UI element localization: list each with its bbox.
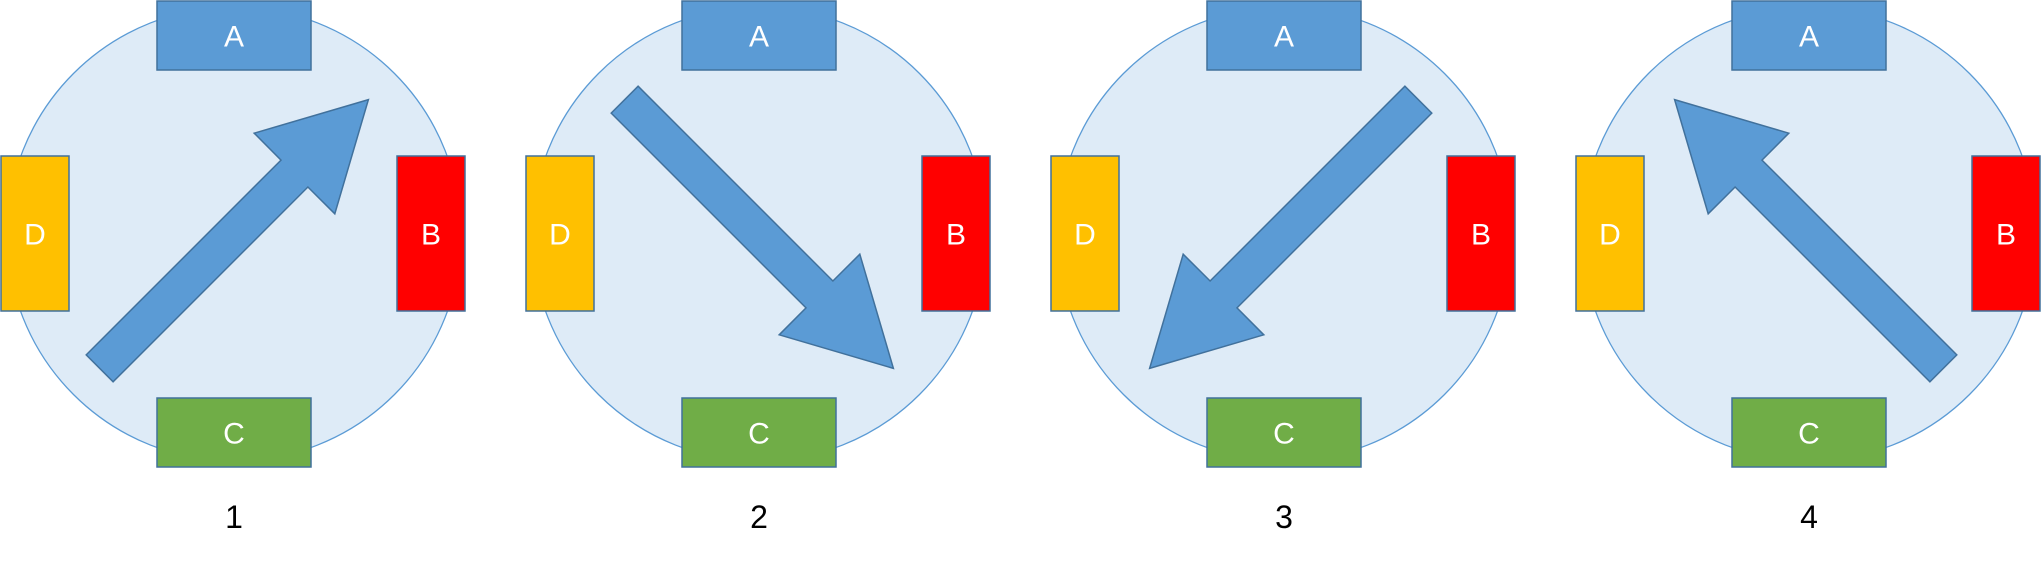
pad-d-box [525,155,595,312]
pad-d-label: D [549,219,571,252]
pad-d-label: D [1074,219,1096,252]
pad-b-box [1446,155,1516,312]
pad-b-box [396,155,466,312]
pad-b-box [1971,155,2041,312]
panel-caption: 3 [1275,499,1293,535]
panel-caption: 2 [750,499,768,535]
pad-d: D [0,155,70,312]
pad-b: B [396,155,466,312]
pad-b-label: B [1996,219,2016,252]
pad-d: D [525,155,595,312]
pad-a-box [1206,0,1362,71]
pad-b-label: B [421,219,441,252]
pad-c-label: C [223,418,245,451]
pad-b: B [1446,155,1516,312]
pad-a: A [1206,0,1362,71]
pad-a: A [156,0,312,71]
arrow-down-left [1148,85,1433,370]
pad-d-box [1575,155,1645,312]
pad-a-label: A [1274,21,1294,54]
pad-c: C [1206,397,1362,468]
pad-b-label: B [946,219,966,252]
pad-c-label: C [748,418,770,451]
pad-c-box [681,397,837,468]
pad-d: D [1575,155,1645,312]
pad-c-label: C [1273,418,1295,451]
panel-2: A B C D 2 [525,0,991,535]
pad-c: C [681,397,837,468]
pad-c-box [1206,397,1362,468]
pad-b-box [921,155,991,312]
pad-c: C [1731,397,1887,468]
pad-b: B [1971,155,2041,312]
panel-1: A B C D 1 [0,0,466,535]
pad-a-label: A [1799,21,1819,54]
arrow-up-right [85,98,370,383]
pad-a-box [156,0,312,71]
pad-d: D [1050,155,1120,312]
arrow-up-left [1673,98,1958,383]
panel-3: A B C D 3 [1050,0,1516,535]
pad-a-label: A [749,21,769,54]
pad-d-label: D [1599,219,1621,252]
panel-caption: 1 [225,499,243,535]
arrow-down-right [610,85,895,370]
pad-a-box [1731,0,1887,71]
pad-a-box [681,0,837,71]
pad-c: C [156,397,312,468]
pad-d-box [0,155,70,312]
pad-c-label: C [1798,418,1820,451]
pad-a: A [1731,0,1887,71]
pad-a-label: A [224,21,244,54]
panel-caption: 4 [1800,499,1818,535]
pad-c-box [1731,397,1887,468]
panel-4: A B C D 4 [1575,0,2041,535]
pad-d-label: D [24,219,46,252]
pad-b: B [921,155,991,312]
pad-b-label: B [1471,219,1491,252]
pad-c-box [156,397,312,468]
pad-d-box [1050,155,1120,312]
pad-a: A [681,0,837,71]
